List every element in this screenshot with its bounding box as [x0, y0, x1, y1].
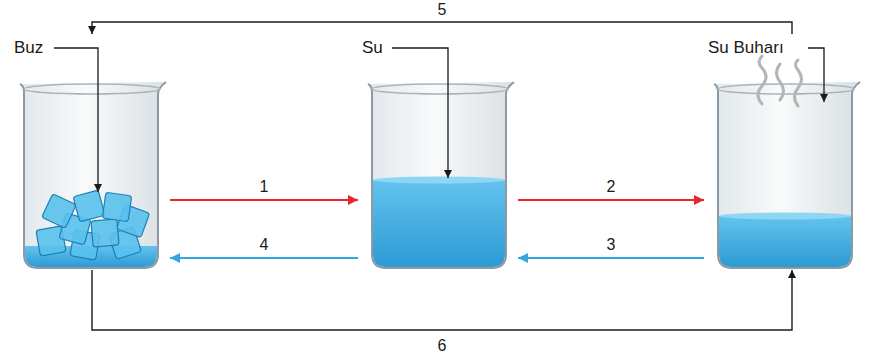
leader-line [808, 48, 824, 102]
step-number: 3 [605, 236, 618, 254]
glass-outline [20, 82, 166, 268]
glass-body [368, 82, 514, 268]
transition-arrow [170, 257, 358, 259]
glass-rim [372, 84, 508, 94]
beaker-node: Buz [10, 34, 170, 270]
water-surface [719, 213, 851, 220]
water-surface [373, 177, 505, 184]
glass-body [20, 82, 166, 268]
step-number: 5 [436, 1, 449, 19]
glass-outline [714, 82, 860, 268]
water [373, 180, 505, 267]
step-label-holder: 4 [258, 236, 271, 254]
glass-outline [368, 82, 514, 268]
transition-arrow [92, 22, 792, 34]
step-number: 2 [605, 178, 618, 196]
glass-rim [24, 84, 160, 94]
steam-beaker [714, 82, 860, 268]
leader-line [392, 48, 448, 178]
leader-line [54, 48, 98, 192]
step-label-holder: 5 [436, 1, 449, 19]
step-number: 6 [436, 337, 449, 355]
glass-rim [718, 84, 854, 94]
transition-arrow [518, 199, 704, 201]
step-label-holder: 2 [605, 178, 618, 196]
transition-arrow [92, 270, 792, 330]
transition-arrow [170, 199, 358, 201]
substance-label: Buz [14, 38, 43, 58]
water [719, 216, 851, 267]
step-label-holder: 6 [436, 337, 449, 355]
step-number: 1 [258, 178, 271, 196]
beaker-node: Su [358, 34, 518, 270]
transition-arrow [518, 257, 704, 259]
leader-lines [54, 48, 824, 192]
beaker-node: Su Buharı [704, 34, 864, 270]
glass-body [714, 82, 860, 268]
substance-label: Su [362, 38, 383, 58]
steam-wisps [758, 56, 802, 106]
water-beaker [368, 82, 514, 268]
ice-cubes [36, 190, 150, 260]
step-label-holder: 1 [258, 178, 271, 196]
step-number: 4 [258, 236, 271, 254]
ice-beaker [20, 82, 166, 268]
step-label-holder: 3 [605, 236, 618, 254]
substance-label: Su Buharı [708, 38, 784, 58]
